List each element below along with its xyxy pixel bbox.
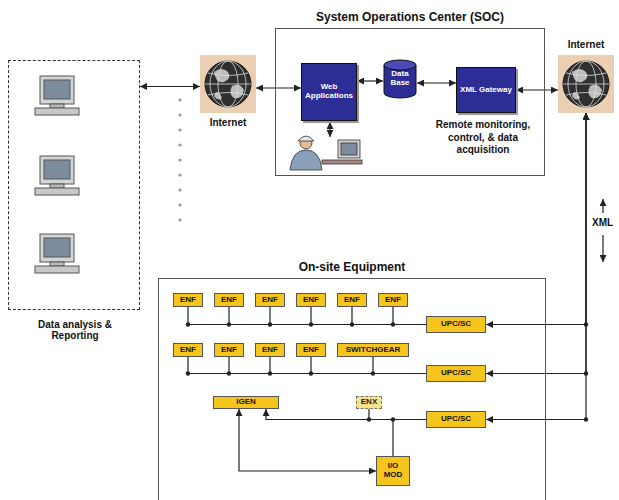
controller-box: UPC/SC — [426, 411, 486, 428]
connector — [239, 409, 376, 471]
xml-flow-arrow — [602, 199, 603, 213]
continuation-dots — [178, 98, 181, 221]
connector — [229, 307, 426, 325]
junction-dot — [227, 322, 231, 326]
enf-box: ENF — [173, 293, 203, 307]
connector — [369, 409, 426, 420]
enf-box: ENF — [255, 343, 285, 357]
enx-box: ENX — [356, 396, 382, 409]
enf-box: ENF — [296, 293, 326, 307]
node-label: ENF — [303, 296, 319, 305]
enf-box: ENF — [173, 343, 203, 357]
node-label: ENF — [221, 296, 237, 305]
junction-dot — [309, 371, 313, 375]
connector — [373, 357, 426, 374]
controller-box: UPC/SC — [426, 316, 486, 333]
connector — [393, 420, 426, 457]
node-label: ENF — [262, 346, 278, 355]
igen-box: IGEN — [213, 396, 279, 409]
web-app-box: Web Applications — [301, 63, 357, 121]
enf-box: ENF — [214, 293, 244, 307]
xml-gateway-box: XML Gateway — [456, 67, 516, 113]
node-label: I/O MOD — [379, 462, 407, 480]
globe-icon — [200, 55, 614, 113]
node-label: ENF — [262, 296, 278, 305]
connector — [393, 307, 426, 325]
controller-box: UPC/SC — [426, 365, 486, 382]
node-label: Data Base — [386, 70, 414, 88]
junction-dot — [350, 322, 354, 326]
xml-flow-arrow — [602, 235, 603, 262]
node-label: UPC/SC — [441, 415, 471, 424]
node-label: IGEN — [236, 398, 256, 407]
node-label: UPC/SC — [441, 320, 471, 329]
node-note: Remote monitoring, control, & data acqui… — [424, 119, 542, 157]
node-label: ENF — [303, 346, 319, 355]
node-label: Web Applications — [304, 83, 354, 101]
enf-box: ENF — [296, 343, 326, 357]
connector — [311, 357, 426, 374]
junction-dot — [584, 417, 588, 421]
node-label: Data analysis & Reporting — [30, 319, 120, 341]
database-cylinder: Data Base — [383, 59, 417, 99]
computer-icon — [35, 76, 79, 273]
connector — [229, 357, 426, 374]
junction-dot — [268, 322, 272, 326]
node-label: System Operations Center (SOC) — [196, 11, 619, 24]
connector — [188, 307, 426, 325]
node-label: XML Gateway — [460, 86, 512, 95]
node-label: ENF — [344, 296, 360, 305]
switchgear-box: SWITCHGEAR — [337, 343, 409, 357]
node-label: SWITCHGEAR — [346, 346, 401, 355]
io-module-box: I/O MOD — [376, 456, 410, 486]
junction-dot — [186, 371, 190, 375]
connector — [311, 307, 426, 325]
connector — [417, 82, 456, 83]
connector — [352, 307, 426, 325]
connector — [270, 357, 426, 374]
internet-cloud: Internet — [200, 55, 256, 113]
node-label: UPC/SC — [441, 369, 471, 378]
node-label: Internet — [188, 117, 268, 128]
junction-dot — [367, 417, 371, 421]
enf-box: ENF — [337, 293, 367, 307]
connector — [516, 89, 558, 90]
connector — [357, 80, 383, 81]
node-label: ENF — [385, 296, 401, 305]
node-label: ENF — [180, 296, 196, 305]
soc-frame: System Operations Center (SOC)Remote mon… — [275, 28, 545, 176]
connector — [256, 87, 301, 88]
junction-dot — [391, 322, 395, 326]
operator-link — [329, 122, 330, 137]
connector — [486, 113, 586, 420]
connector — [188, 357, 426, 374]
junction-dot — [268, 371, 272, 375]
node-label: On-site Equipment — [79, 261, 619, 274]
protocol-label: XML — [591, 217, 614, 228]
enf-box: ENF — [214, 343, 244, 357]
junction-dot — [227, 371, 231, 375]
junction-dot — [186, 322, 190, 326]
node-label: ENF — [221, 346, 237, 355]
junction-dot — [391, 417, 395, 421]
operator-icon — [290, 136, 362, 170]
connector — [270, 307, 426, 325]
connector — [140, 86, 200, 87]
internet-cloud: Internet — [558, 55, 614, 113]
onsite-frame: On-site EquipmentENFENFENFENFENFENFUPC/S… — [158, 278, 546, 500]
node-label: ENF — [180, 346, 196, 355]
junction-dot — [309, 322, 313, 326]
enf-box: ENF — [255, 293, 285, 307]
enf-box: ENF — [378, 293, 408, 307]
node-label: ENX — [361, 398, 377, 407]
junction-dot — [371, 371, 375, 375]
node-label: Internet — [478, 39, 619, 50]
client-group: Data analysis & Reporting — [8, 60, 140, 310]
connector — [266, 409, 426, 420]
